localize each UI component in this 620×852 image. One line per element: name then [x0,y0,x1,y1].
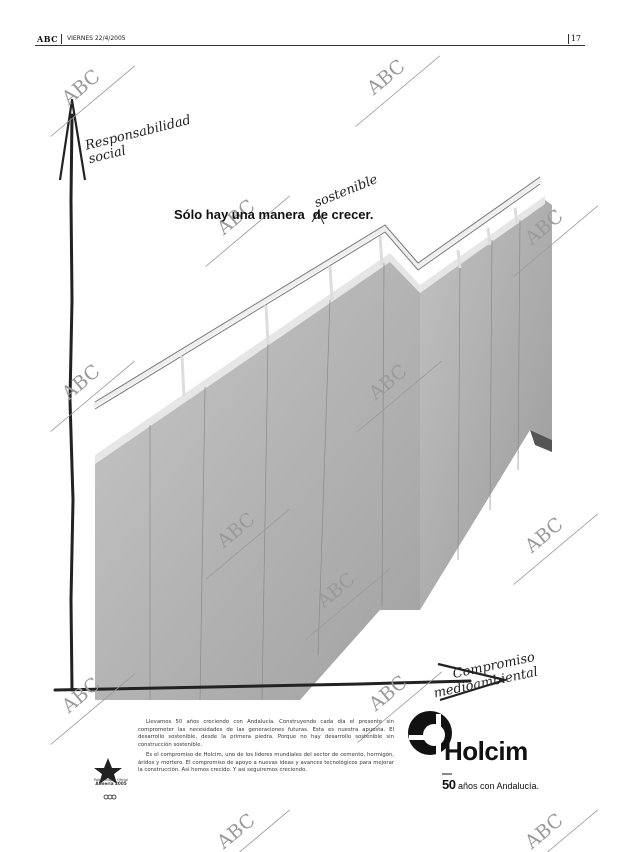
axes-drawing [53,98,507,702]
headline-part-1: Sólo hay una manera [174,207,305,222]
wall-left [95,258,420,700]
sostenible-caret [311,210,325,225]
header-divider [568,34,569,44]
watermark-text: ABC [57,360,105,405]
holcim-logo-mark [408,711,452,756]
wall-joints [149,219,521,701]
watermark-text: ABC [520,513,568,558]
handrail-outline [94,176,541,410]
watermark-text: ABC [212,809,260,852]
sponsor-line: Patrocinador Oficial [93,778,129,782]
ad-body-copy: Llevamos 50 años creciendo con Andalucía… [138,719,394,778]
sponsor-event: Almería 2005 [95,781,127,787]
header-divider [61,34,62,44]
staircase-photo [93,176,552,701]
wall-shadow [530,430,552,452]
tagline-number: 50 [442,777,456,792]
page-header: ABC VIERNES 22/4/2005 17 [35,34,585,46]
watermark-text: ABC [57,65,105,110]
newspaper-logo: ABC [37,34,58,44]
vertical-axis-arrowhead [58,98,87,181]
vertical-axis-line [68,113,75,692]
ad-headline: Sólo hay una manera de crecer. [174,207,373,222]
watermark-text: ABC [364,671,412,716]
handrail-posts [180,207,519,397]
headline-part-2: de crecer. [312,207,374,222]
brand-name: Holcim [444,736,528,766]
watermark-text: ABC [520,809,568,852]
handrail [93,178,542,407]
body-paragraph: Es el compromiso de Holcim, uno de los l… [138,752,394,773]
horizontal-axis-line [53,679,472,692]
horizontal-axis-arrowhead [437,662,507,702]
body-paragraph: Llevamos 50 años creciendo con Andalucía… [138,719,394,748]
sponsor-logo [94,758,122,800]
page-number: 17 [570,34,581,43]
brand-tagline: 50 años con Andalucía. [442,777,539,792]
tagline-text: años con Andalucía. [457,781,540,791]
watermark-text: ABC [362,55,410,100]
sponsor-caption: Patrocinador Oficial Almería 2005 [90,778,132,786]
issue-date: VIERNES 22/4/2005 [67,35,126,42]
